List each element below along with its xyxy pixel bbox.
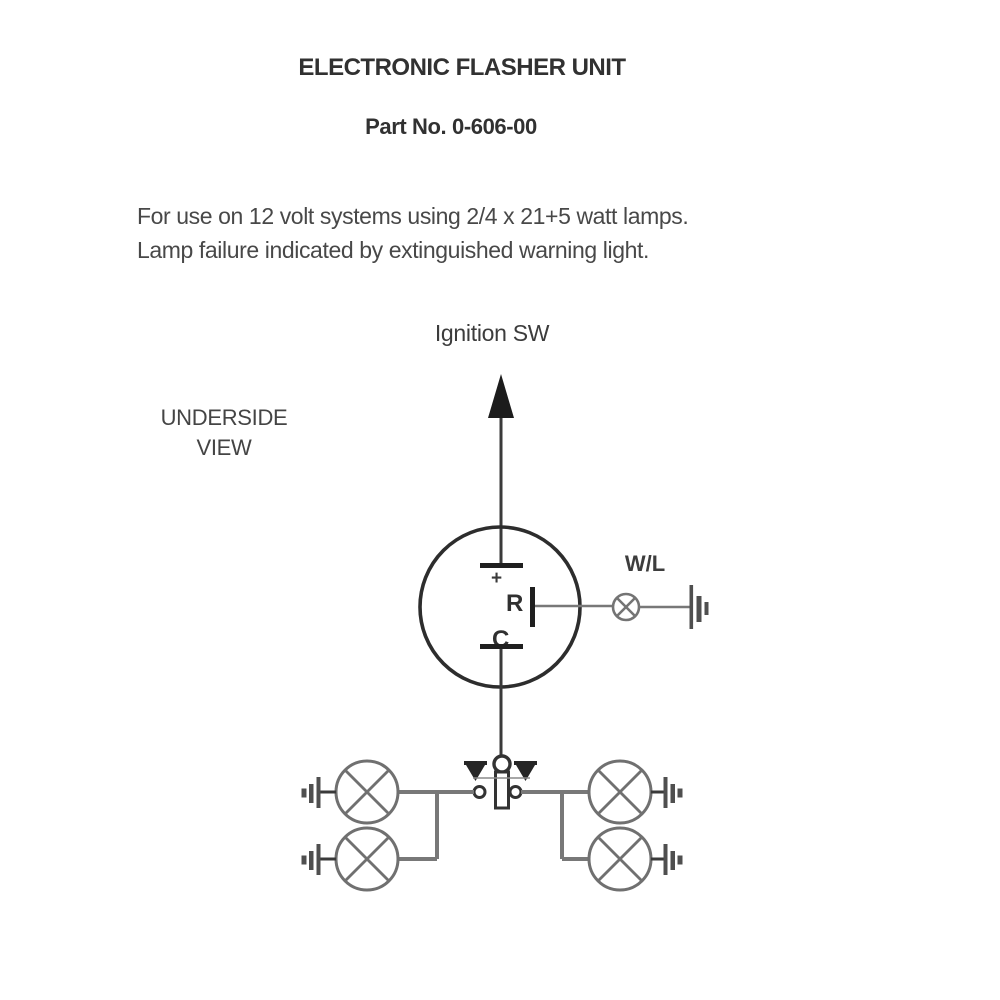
switch-left-contact-icon [466, 765, 485, 781]
terminal-r-blade [530, 587, 535, 627]
lamp-x2 [344, 836, 390, 882]
ground-bar-2 [309, 851, 314, 870]
lamp-x2 [344, 769, 390, 815]
ignition-arrowhead-icon [488, 374, 514, 418]
ground-bar-1 [316, 777, 321, 808]
ground-bar-3 [677, 788, 683, 798]
lamp-x2 [597, 836, 643, 882]
ground-bar-2 [696, 596, 702, 622]
left-front-lamp-icon [301, 759, 400, 825]
warning-lamp-label: W/L [624, 551, 666, 576]
switch-left-contact-cap [464, 761, 487, 765]
ground-bar-2 [309, 784, 314, 803]
switch-right-terminal [508, 785, 523, 799]
ignition-switch-label: Ignition SW [434, 320, 550, 346]
switch-pivot [492, 754, 512, 774]
terminal-plus-label: + [491, 568, 503, 589]
switch-left-terminal [472, 785, 487, 799]
ground-bar-2 [670, 851, 675, 870]
ground-bar-1 [663, 844, 668, 875]
warning-lamp-x2 [616, 597, 636, 617]
terminal-plus-blade [480, 563, 523, 568]
warning-lamp-ground-icon [689, 585, 709, 629]
left-rear-lamp-icon [301, 826, 400, 892]
underside-view-line2: VIEW [196, 435, 252, 460]
switch-lever [494, 770, 510, 810]
ground-bar-1 [689, 585, 694, 629]
ground-bar-3 [677, 855, 683, 865]
ground-bar-2 [670, 784, 675, 803]
ground-bar-1 [663, 777, 668, 808]
ground-bar-3 [704, 602, 709, 615]
ground-bar-3 [301, 788, 307, 798]
lamp-x2 [597, 769, 643, 815]
switch-right-contact-icon [516, 765, 535, 781]
underside-view-line1: UNDERSIDE [160, 405, 288, 430]
ground-bar-3 [301, 855, 307, 865]
turn-signal-switch [464, 754, 537, 810]
right-rear-lamp-icon [587, 826, 683, 892]
ground-bar-1 [316, 844, 321, 875]
terminal-c-blade [480, 644, 523, 649]
terminal-r-label: R [506, 590, 524, 617]
right-front-lamp-icon [587, 759, 683, 825]
underside-view-label: UNDERSIDE VIEW [124, 403, 324, 463]
description-line-1: For use on 12 volt systems using 2/4 x 2… [137, 203, 689, 229]
switch-right-contact-cap [514, 761, 537, 765]
warning-lamp-icon [611, 592, 641, 622]
description-line-2: Lamp failure indicated by extinguished w… [137, 237, 649, 263]
page-title: ELECTRONIC FLASHER UNIT [298, 54, 626, 81]
part-number: Part No. 0-606-00 [365, 114, 537, 139]
